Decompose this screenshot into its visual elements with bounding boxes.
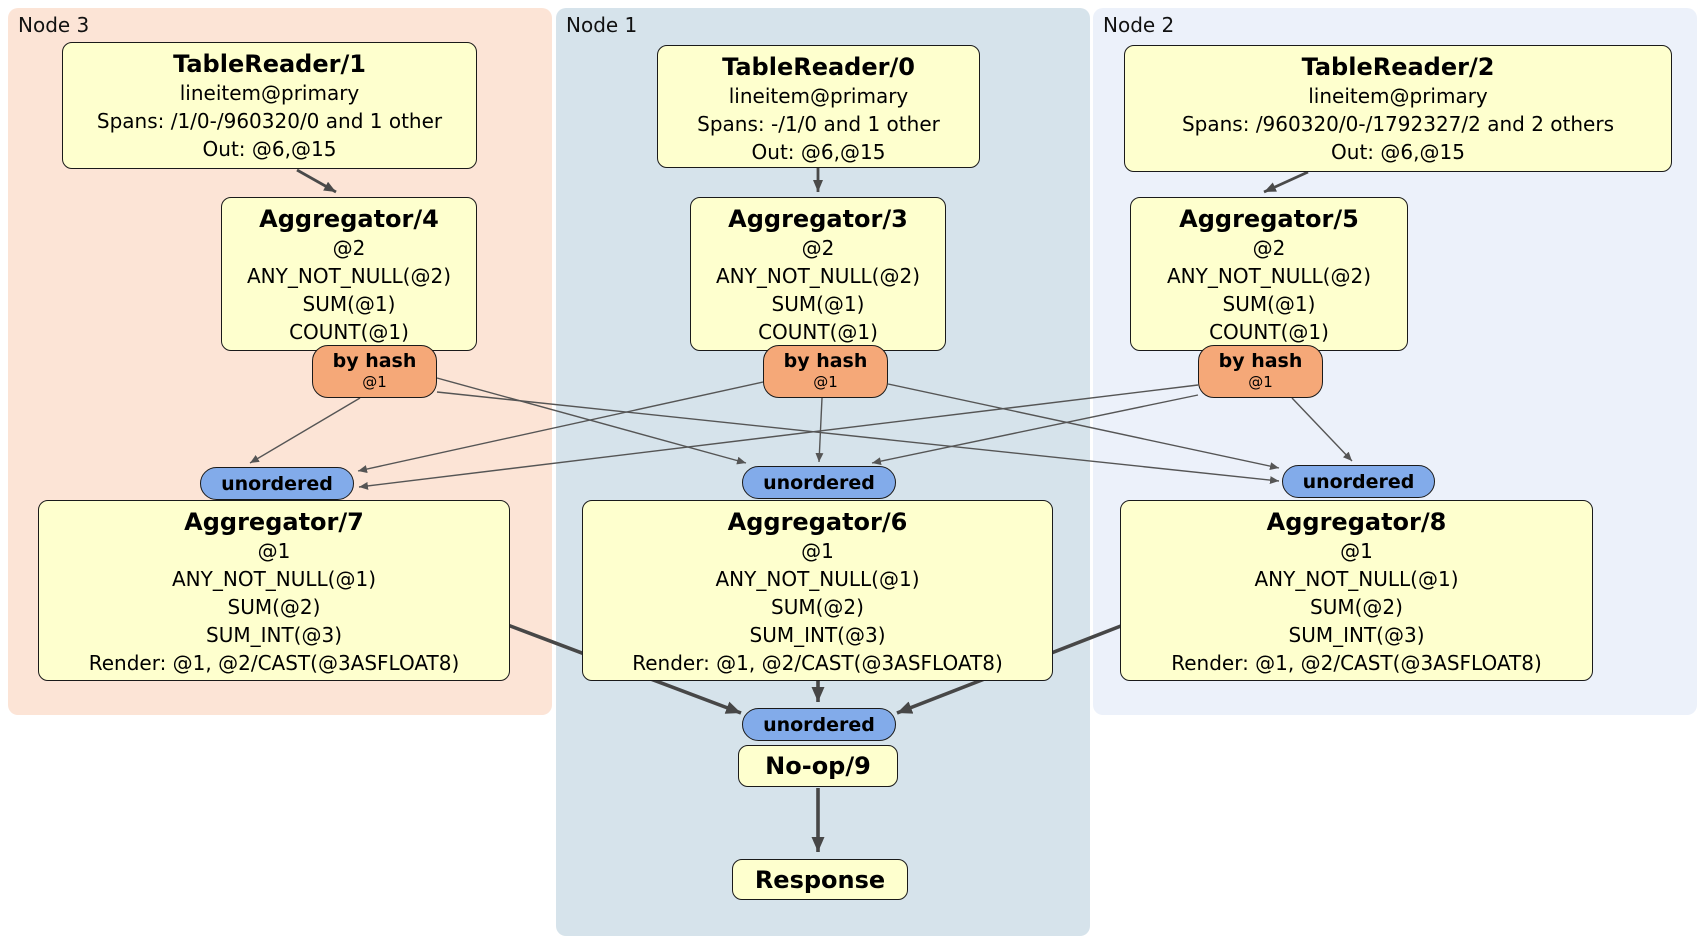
sync-unordered-6: unordered bbox=[742, 466, 896, 499]
processor-title: No-op/9 bbox=[765, 752, 871, 780]
processor-title: TableReader/2 bbox=[1301, 53, 1495, 81]
processor-detail-line: @2 bbox=[1252, 236, 1286, 260]
processor-response: Response bbox=[732, 859, 908, 900]
processor-detail-line: ANY_NOT_NULL(@2) bbox=[1167, 264, 1371, 288]
edge-router5-sync8 bbox=[1291, 397, 1353, 462]
processor-detail-line: COUNT(@1) bbox=[289, 320, 409, 344]
processor-detail-line: Render: @1, @2/CAST(@3ASFLOAT8) bbox=[632, 651, 1003, 675]
processor-detail-line: ANY_NOT_NULL(@1) bbox=[715, 567, 920, 591]
edge-router4-sync7 bbox=[249, 397, 361, 464]
processor-detail-line: COUNT(@1) bbox=[1209, 320, 1329, 344]
processor-detail-line: Out: @6,@15 bbox=[751, 140, 886, 164]
processor-detail-line: Render: @1, @2/CAST(@3ASFLOAT8) bbox=[1171, 651, 1542, 675]
router-label: by hash bbox=[783, 350, 868, 372]
processor-detail-line: @1 bbox=[257, 539, 291, 563]
processor-title: Aggregator/8 bbox=[1266, 508, 1447, 536]
processor-detail-line: ANY_NOT_NULL(@2) bbox=[247, 264, 451, 288]
edge-router5-sync7 bbox=[358, 384, 1199, 490]
processor-title: TableReader/0 bbox=[722, 53, 915, 81]
processor-detail-line: SUM(@2) bbox=[227, 595, 321, 619]
router-label: by hash bbox=[332, 350, 417, 372]
processor-detail-line: ANY_NOT_NULL(@1) bbox=[172, 567, 376, 591]
router-label: by hash bbox=[1218, 350, 1303, 372]
router-key: @1 bbox=[813, 373, 838, 391]
edge-tablereader1-aggregator4 bbox=[296, 168, 337, 194]
processor-detail-line: Spans: -/1/0 and 1 other bbox=[697, 112, 940, 136]
processor-detail-line: SUM(@2) bbox=[1310, 595, 1403, 619]
router-by-hash-5: by hash @1 bbox=[1198, 345, 1323, 398]
processor-title: Aggregator/7 bbox=[184, 508, 364, 536]
processor-detail-line: @2 bbox=[332, 236, 366, 260]
processor-title: TableReader/1 bbox=[173, 50, 366, 78]
processor-detail-line: SUM(@1) bbox=[771, 292, 865, 316]
router-by-hash-3: by hash @1 bbox=[763, 345, 888, 398]
edge-router3-sync8 bbox=[887, 383, 1280, 471]
processor-detail-line: ANY_NOT_NULL(@2) bbox=[716, 264, 920, 288]
processor-detail-line: lineitem@primary bbox=[1308, 84, 1488, 108]
processor-title: Aggregator/4 bbox=[259, 205, 439, 233]
sync-unordered-9: unordered bbox=[742, 708, 896, 741]
processor-noop-9: No-op/9 bbox=[738, 745, 898, 787]
edge-router5-sync6 bbox=[871, 394, 1199, 466]
edge-router4-sync8 bbox=[436, 391, 1280, 485]
processor-title: Response bbox=[754, 865, 886, 894]
processor-detail-line: Out: @6,@15 bbox=[1331, 140, 1465, 164]
router-by-hash-4: by hash @1 bbox=[312, 345, 437, 398]
processor-title: Aggregator/6 bbox=[727, 508, 908, 536]
processor-detail-line: @1 bbox=[801, 539, 834, 563]
processor-title: Aggregator/3 bbox=[728, 205, 908, 233]
router-key: @1 bbox=[362, 373, 387, 391]
processor-detail-line: ANY_NOT_NULL(@1) bbox=[1254, 567, 1459, 591]
processor-detail-line: Spans: /1/0-/960320/0 and 1 other bbox=[96, 109, 443, 133]
sync-unordered-8: unordered bbox=[1282, 465, 1435, 498]
node1-label: Node 1 bbox=[566, 13, 638, 37]
processor-detail-line: lineitem@primary bbox=[728, 84, 909, 108]
processor-detail-line: SUM_INT(@3) bbox=[206, 623, 342, 647]
edge-router3-sync6 bbox=[815, 397, 824, 463]
processor-detail-line: Out: @6,@15 bbox=[202, 137, 337, 161]
router-key: @1 bbox=[1248, 373, 1273, 391]
processor-detail-line: SUM(@1) bbox=[302, 292, 396, 316]
processor-detail-line: SUM_INT(@3) bbox=[749, 623, 886, 647]
edge-router4-sync6 bbox=[436, 377, 747, 465]
edge-tablereader2-aggregator5 bbox=[1263, 170, 1309, 194]
processor-detail-line: SUM(@2) bbox=[771, 595, 864, 619]
edge-router3-sync7 bbox=[357, 381, 764, 473]
processor-detail-line: @1 bbox=[1340, 539, 1373, 563]
processor-detail-line: SUM_INT(@3) bbox=[1288, 623, 1425, 647]
processor-detail-line: Render: @1, @2/CAST(@3ASFLOAT8) bbox=[88, 651, 460, 675]
processor-detail-line: SUM(@1) bbox=[1222, 292, 1316, 316]
processor-detail-line: COUNT(@1) bbox=[758, 320, 878, 344]
node3-label: Node 3 bbox=[18, 13, 90, 37]
processor-detail-line: lineitem@primary bbox=[179, 81, 360, 105]
sync-unordered-7: unordered bbox=[200, 467, 354, 500]
processor-detail-line: @2 bbox=[801, 236, 835, 260]
node2-label: Node 2 bbox=[1103, 13, 1175, 37]
processor-detail-line: Spans: /960320/0-/1792327/2 and 2 others bbox=[1181, 112, 1614, 136]
processor-title: Aggregator/5 bbox=[1179, 205, 1359, 233]
